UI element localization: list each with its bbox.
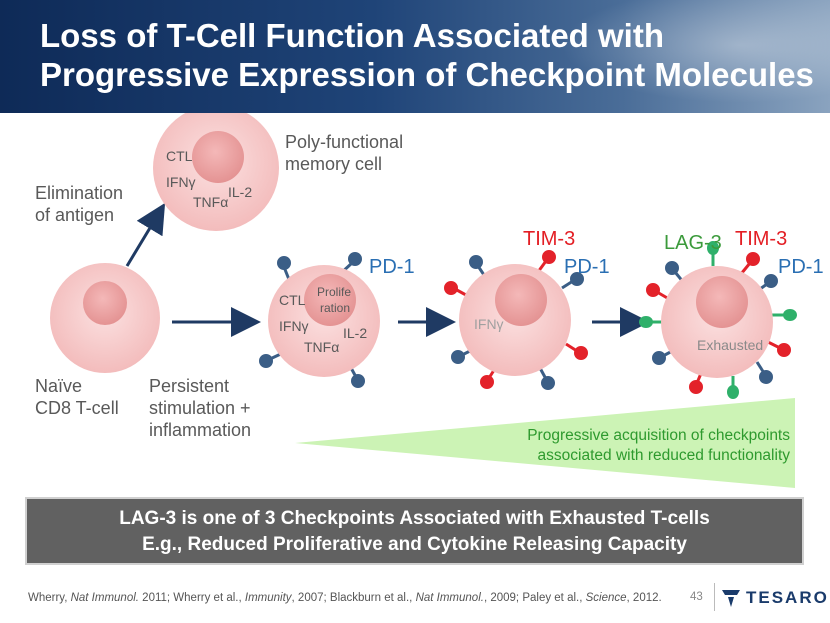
references: Wherry, Nat Immunol. 2011; Wherry et al.… — [28, 592, 662, 604]
wedge-caption-line-1: Progressive acquisition of checkpoints — [527, 427, 790, 444]
memory-ctl-label: CTL — [166, 148, 193, 164]
memory-ifn-label: IFNγ — [166, 174, 196, 190]
header-decoration — [530, 0, 830, 113]
callout-line-2: E.g., Reduced Proliferative and Cytokine… — [142, 534, 687, 555]
tesaro-logo: TESARO — [722, 588, 829, 608]
arrow-to-memory — [125, 202, 166, 267]
callout-line-1: LAG-3 is one of 3 Checkpoints Associated… — [119, 508, 710, 529]
wedge-caption-line-2: associated with reduced functionality — [537, 447, 790, 464]
stage3-exhausted-label: Exhausted — [697, 337, 764, 353]
persistent-label-2: stimulation + — [149, 398, 251, 418]
page-number: 43 — [690, 591, 703, 603]
pd1-label-stage2: PD-1 — [564, 256, 610, 278]
stage1-cell — [259, 252, 380, 388]
pd1-label-stage1: PD-1 — [369, 256, 415, 278]
naive-label-2: CD8 T-cell — [35, 398, 119, 418]
tesaro-logo-icon — [722, 590, 740, 607]
callout-box: LAG-3 is one of 3 Checkpoints Associated… — [25, 497, 804, 565]
pd1-receptors-stage3 — [652, 261, 778, 384]
tesaro-logo-text: TESARO — [746, 588, 829, 607]
title-line-1: Loss of T-Cell Function Associated with — [40, 17, 664, 54]
stage2-ifn-label: IFNγ — [474, 316, 504, 332]
header-banner: Loss of T-Cell Function Associated with … — [0, 0, 830, 113]
ref-journal-1: Nat Immunol. — [70, 592, 139, 604]
poly-functional-label-2: memory cell — [285, 154, 383, 174]
naive-cell — [50, 263, 160, 373]
ref-text-2: 2011; Wherry et al., — [138, 592, 245, 604]
elimination-label-1: Elimination — [35, 183, 124, 203]
elimination-label-2: of antigen — [35, 205, 115, 225]
slide-title: Loss of T-Cell Function Associated with … — [40, 16, 820, 94]
ref-journal-4: Science — [585, 592, 627, 604]
poly-functional-label-1: Poly-functional — [285, 132, 404, 152]
stage1-prolif-label-2: ration — [320, 301, 351, 315]
pd1-label-stage3: PD-1 — [778, 256, 824, 278]
stage1-prolif-label-1: Prolife — [317, 285, 352, 299]
ref-text-4: , 2009; Paley et al., — [483, 592, 586, 604]
memory-il2-label: IL-2 — [228, 184, 253, 200]
tim3-receptors-stage3 — [646, 252, 791, 394]
persistent-label-3: inflammation — [149, 420, 252, 440]
stage1-ifn-label: IFNγ — [279, 318, 309, 334]
memory-cell — [153, 113, 279, 231]
lag3-label: LAG-3 — [664, 232, 722, 254]
stage1-ctl-label: CTL — [279, 292, 306, 308]
persistent-label-1: Persistent — [149, 376, 230, 396]
t-cell-diagram — [50, 113, 797, 488]
memory-tnf-label: TNFα — [193, 194, 229, 210]
ref-text-5: , 2012. — [626, 592, 662, 604]
ref-text-1: Wherry, — [28, 592, 71, 604]
naive-label-1: Naïve — [35, 376, 83, 396]
footer-divider — [714, 583, 715, 611]
title-line-2: Progressive Expression of Checkpoint Mol… — [40, 56, 814, 93]
progression-wedge — [295, 398, 795, 488]
ref-journal-2: Immunity — [244, 592, 292, 604]
stage1-tnf-label: TNFα — [304, 339, 340, 355]
stage2-cell — [444, 250, 588, 390]
tim3-label-stage3: TIM-3 — [735, 228, 788, 250]
tim3-label-stage2: TIM-3 — [523, 228, 576, 250]
wedge-caption: Progressive acquisition of checkpoints a… — [527, 426, 790, 466]
tim3-receptors-stage2 — [444, 250, 588, 389]
stage1-il2-label: IL-2 — [343, 325, 368, 341]
ref-journal-3: Nat Immunol. — [415, 592, 484, 604]
pd1-receptors-stage2 — [451, 255, 584, 390]
stage3-cell — [639, 241, 797, 399]
ref-text-3: , 2007; Blackburn et al., — [291, 592, 416, 604]
lag3-receptors-stage3 — [639, 241, 797, 399]
